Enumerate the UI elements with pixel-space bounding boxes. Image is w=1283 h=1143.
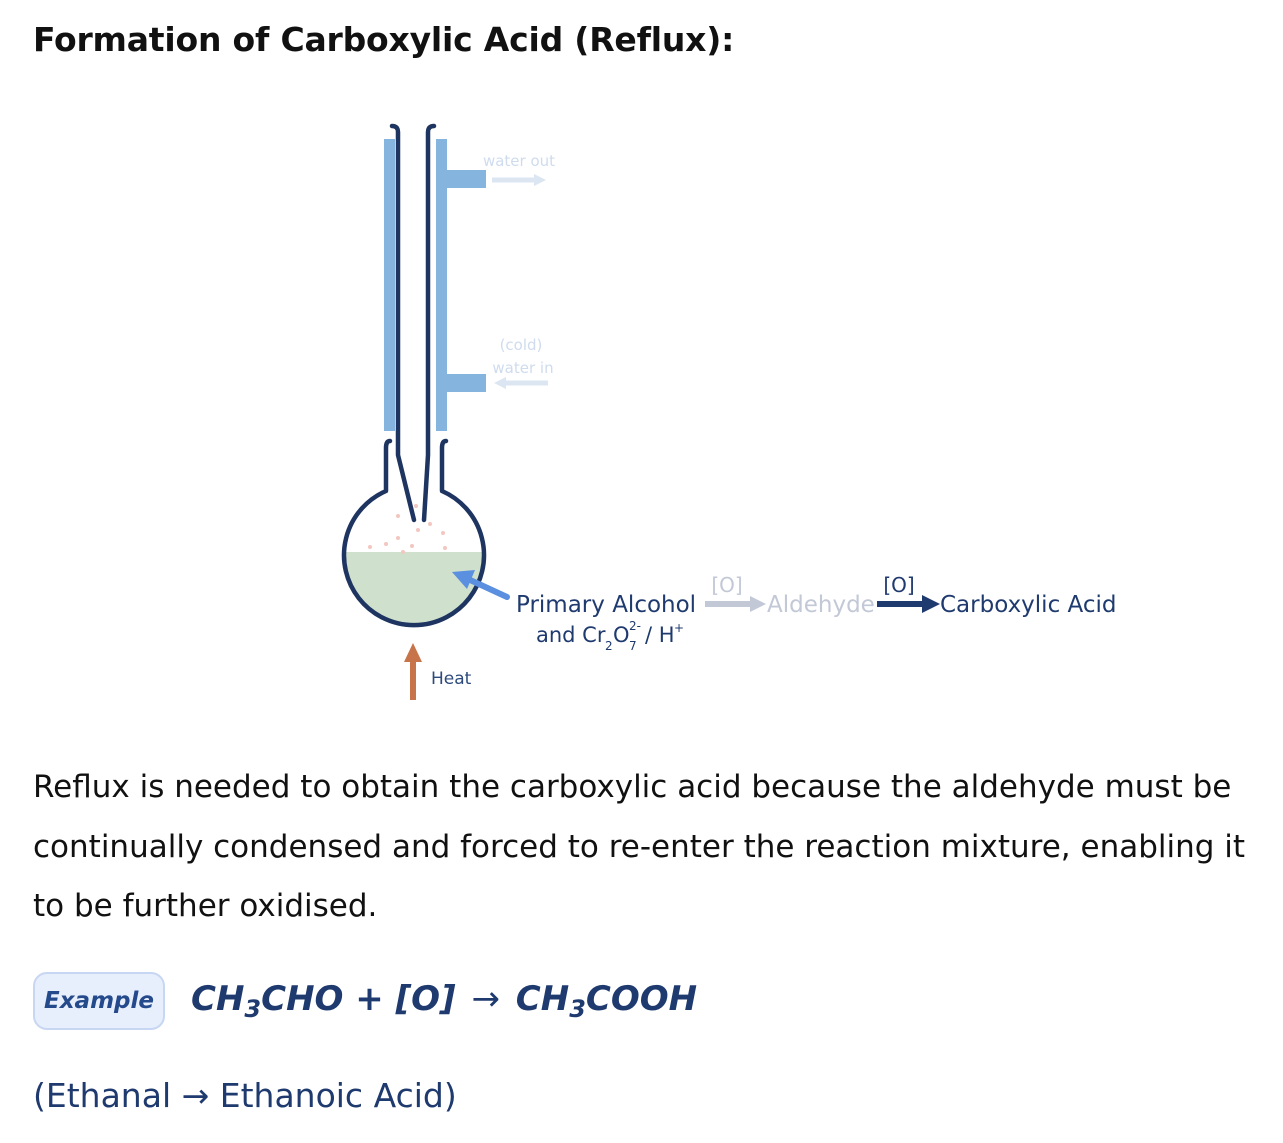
water-out-label: water out	[483, 152, 555, 170]
explanation-paragraph: Reflux is needed to obtain the carboxyli…	[33, 769, 1246, 924]
reagent-charge: 2-	[629, 619, 641, 633]
water-in-arrow	[494, 377, 548, 389]
water-out-arrow	[492, 174, 546, 186]
eq-part-3: CH	[515, 979, 570, 1019]
mixture-pointer-arrow	[452, 570, 510, 600]
oxidant-label-1: [O]	[711, 573, 742, 597]
water-outlet-pipe	[446, 170, 486, 188]
example-badge: Example	[33, 972, 165, 1030]
grey-reaction-arrow	[705, 596, 766, 612]
carboxylic-acid-label: Carboxylic Acid	[940, 592, 1117, 618]
reagent-and-cr: and Cr	[536, 623, 606, 647]
heat-label: Heat	[431, 669, 472, 689]
example-row: Example CH3CHO + [O] → CH3COOH	[33, 970, 697, 1032]
page-title: Formation of Carboxylic Acid (Reflux):	[33, 20, 735, 59]
eq-part-2: CHO + [O]	[261, 979, 456, 1019]
reagent-sub-7: 7	[629, 639, 637, 653]
reagent-o: O	[613, 623, 630, 647]
eq-part-1: CH	[191, 979, 245, 1019]
eq-subscript-2: 3	[569, 995, 586, 1023]
condenser-jacket-left	[384, 139, 395, 431]
round-bottom-flask	[341, 438, 487, 628]
water-in-label: water in	[492, 359, 553, 377]
reagent-tail: / H	[645, 623, 675, 647]
reflux-diagram: water out (cold) water in Heat Primary A…	[341, 123, 1117, 700]
heat-arrow	[404, 643, 422, 700]
eq-subscript-1: 3	[244, 995, 262, 1023]
eq-arrow: →	[471, 979, 500, 1019]
example-caption: (Ethanal → Ethanoic Acid)	[33, 1076, 457, 1115]
reagent-sub-2: 2	[605, 639, 613, 653]
navy-reaction-arrow	[877, 595, 940, 613]
aldehyde-label: Aldehyde	[767, 592, 875, 618]
water-inlet-pipe	[446, 374, 486, 392]
eq-part-4: COOH	[585, 979, 698, 1019]
flask-outline	[341, 438, 487, 628]
reagent-formula: and Cr 2 O 2- 7 / H +	[536, 619, 684, 653]
oxidant-label-2: [O]	[883, 573, 914, 597]
condenser-jacket-right	[436, 139, 447, 431]
condenser	[384, 123, 486, 523]
example-equation: CH3CHO + [O] → CH3COOH	[191, 979, 697, 1023]
primary-alcohol-label: Primary Alcohol	[516, 592, 696, 618]
vapour-bubbles	[368, 504, 447, 554]
condenser-inner-tube	[389, 123, 437, 523]
cold-label: (cold)	[500, 336, 543, 354]
reagent-plus: +	[674, 621, 684, 635]
